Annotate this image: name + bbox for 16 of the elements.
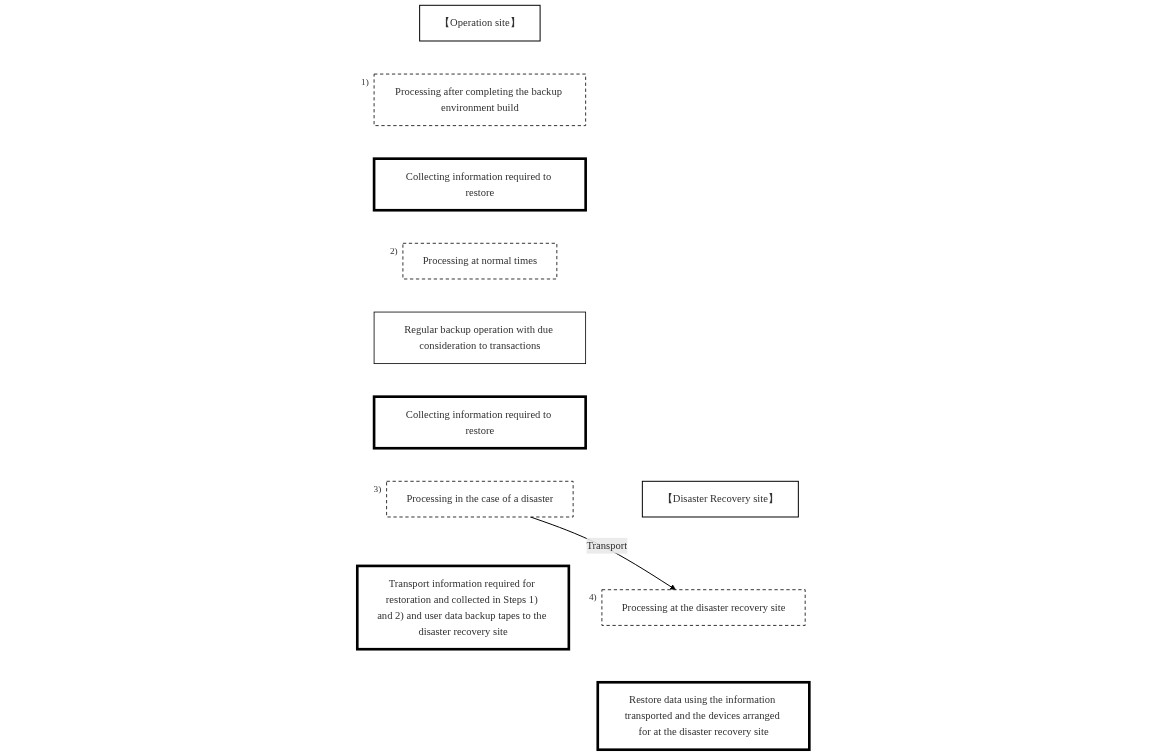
edge-label: Transport <box>586 539 627 552</box>
node-box: Processing at the disaster recovery site <box>601 589 806 626</box>
node-box: Collecting information required to restore <box>372 157 587 212</box>
node-box: 【Operation site】 <box>418 4 541 42</box>
node-box: Processing in the case of a disaster <box>385 480 574 518</box>
step-number: 2) <box>389 245 398 256</box>
node-box: Collecting information required to restore <box>372 395 587 450</box>
node-box: Restore data using the information transported and the devices arranged for at the disaster recovery site <box>596 680 811 752</box>
step-number: 1) <box>360 76 369 87</box>
node-box: Transport information required for restoration and collected in Steps 1) and 2) and user data backup tapes to the disaster recovery site <box>355 564 570 651</box>
node-box: Processing after completing the backup environment build <box>373 73 586 126</box>
step-number: 4) <box>588 592 597 603</box>
node-box: 【Disaster Recovery site】 <box>641 480 799 518</box>
step-number: 3) <box>373 483 381 494</box>
node-box: Processing at normal times <box>402 242 557 280</box>
node-box: Regular backup operation with due consideration to transactions <box>373 311 586 364</box>
